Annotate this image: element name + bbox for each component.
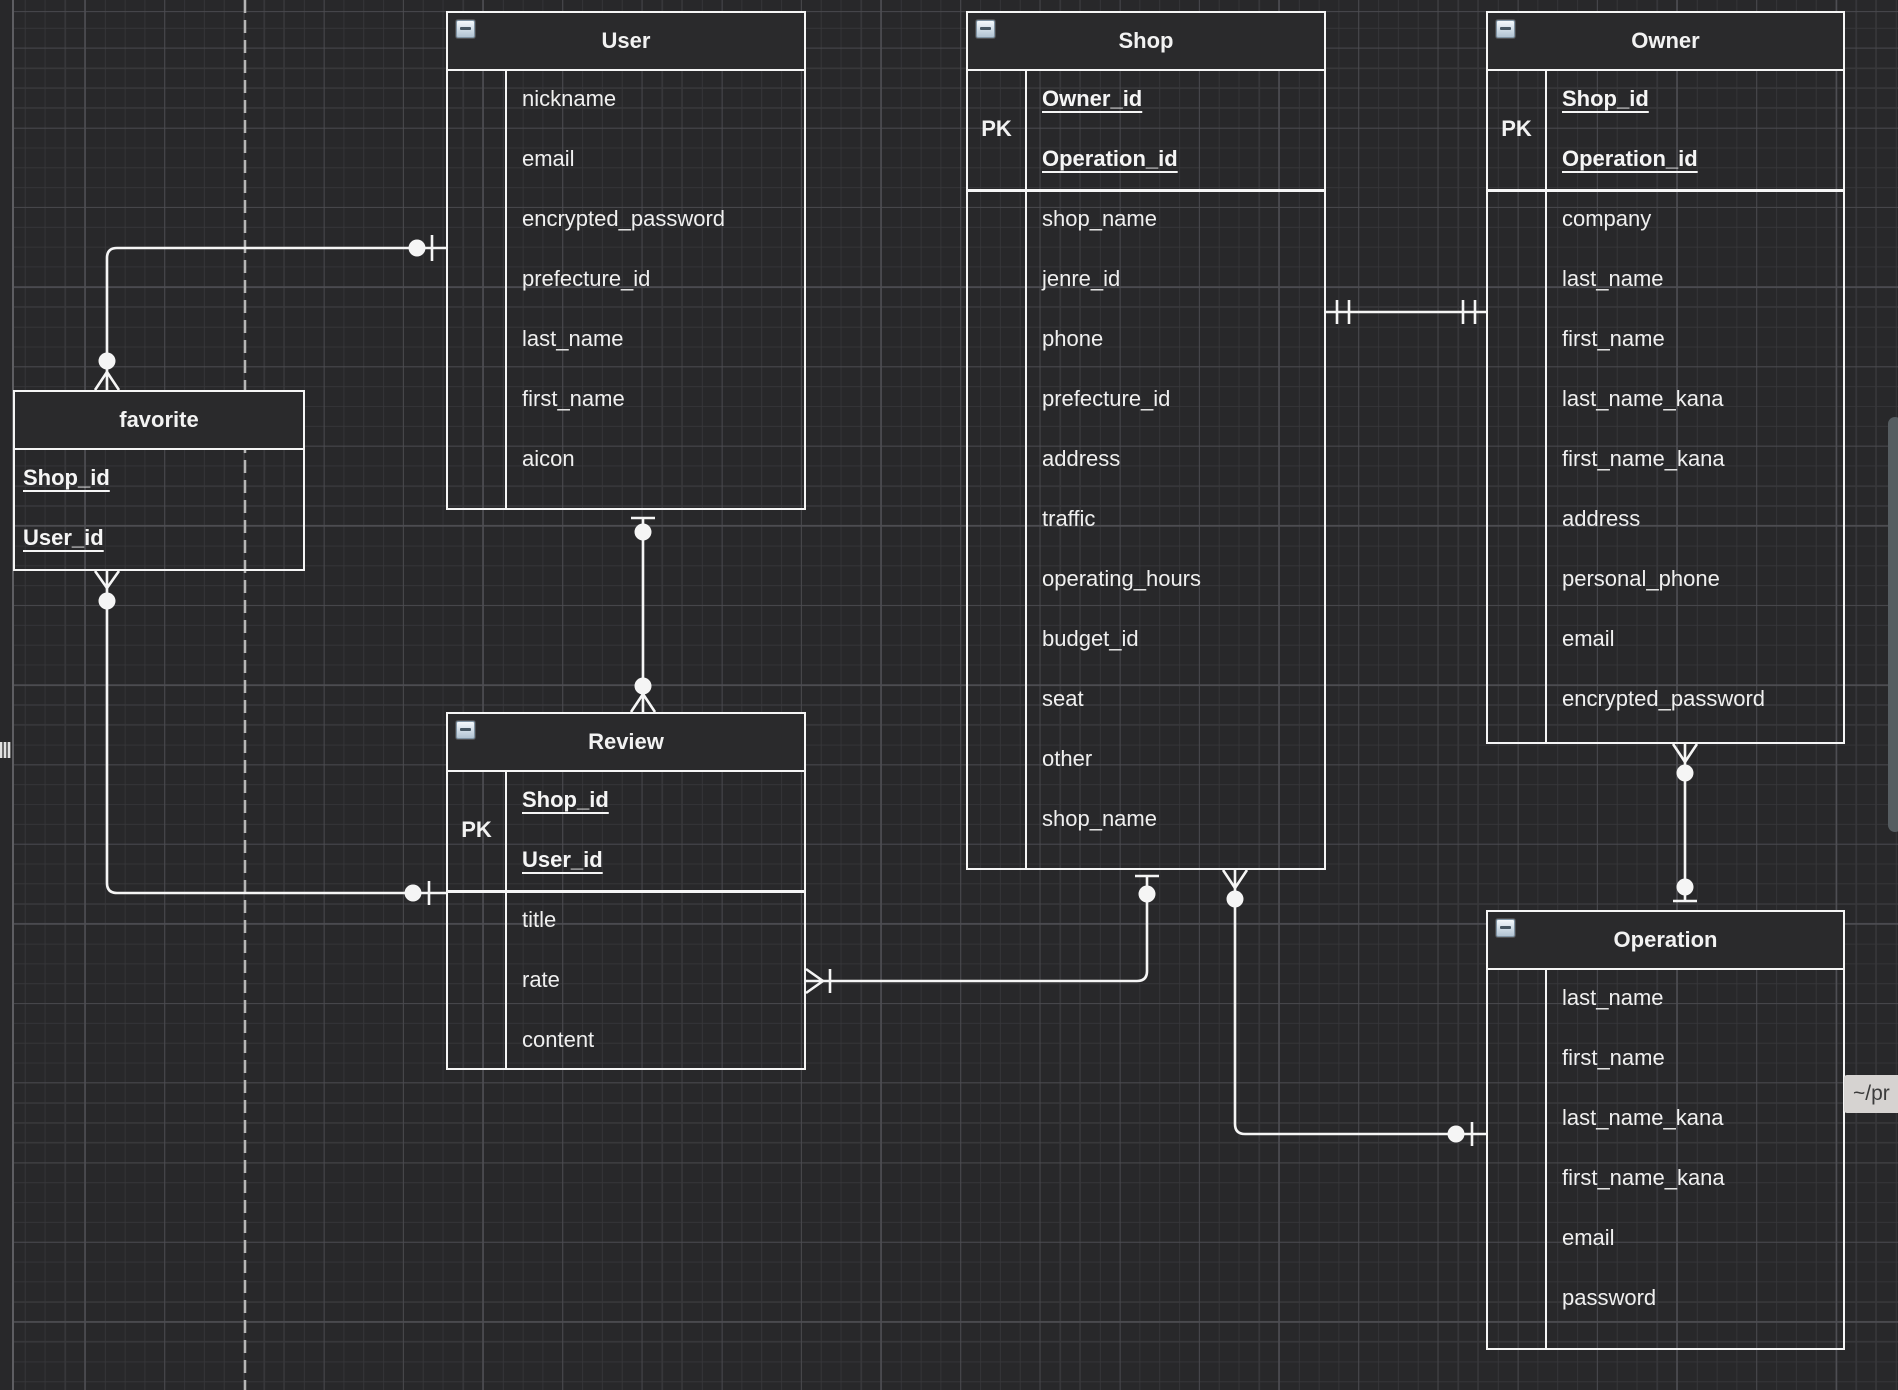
entity-title: Shop [1118, 28, 1174, 53]
minus-glyph [1500, 926, 1511, 929]
field-row[interactable]: address [1042, 446, 1121, 471]
field-row[interactable]: personal_phone [1562, 566, 1720, 591]
field-row[interactable]: email [1562, 1225, 1615, 1250]
entity-title: Owner [1631, 28, 1700, 53]
field-row[interactable]: email [1562, 626, 1615, 651]
field-row[interactable]: prefecture_id [522, 266, 651, 291]
pk-field-row[interactable]: User_id [23, 525, 104, 550]
field-row[interactable]: seat [1042, 686, 1084, 711]
field-row[interactable]: email [522, 146, 575, 171]
field-row[interactable]: address [1562, 506, 1641, 531]
entity-header[interactable]: Shop [968, 13, 1324, 71]
entity-header[interactable]: favorite [15, 392, 303, 450]
entity-title: User [601, 28, 651, 53]
entity-header[interactable]: Review [448, 714, 804, 772]
field-row[interactable]: jenre_id [1042, 266, 1121, 291]
field-row[interactable]: rate [522, 967, 560, 992]
field-row[interactable]: budget_id [1042, 626, 1139, 651]
edge-user-review[interactable] [629, 516, 657, 713]
field-row[interactable]: content [522, 1027, 595, 1052]
pk-field-row[interactable]: User_id [522, 847, 603, 872]
field-row[interactable]: prefecture_id [1042, 386, 1171, 411]
pk-label: PK [1501, 116, 1532, 141]
pk-label: PK [981, 116, 1012, 141]
file-path-tooltip: ~/pr [1844, 1075, 1898, 1113]
minus-glyph [460, 27, 471, 30]
entity-title: favorite [119, 407, 199, 432]
edge-shop-owner[interactable] [1326, 300, 1486, 324]
entity-title: Review [588, 729, 664, 754]
field-row[interactable]: other [1042, 746, 1093, 771]
pk-section-divider [1488, 189, 1843, 192]
field-row[interactable]: first_name [1562, 326, 1665, 351]
minus-glyph [980, 27, 991, 30]
pk-label: PK [461, 817, 492, 842]
field-row[interactable]: last_name [1562, 985, 1664, 1010]
pk-gutter-divider [1025, 69, 1027, 868]
pk-gutter-divider [1545, 968, 1547, 1348]
field-row[interactable]: last_name [522, 326, 624, 351]
field-row[interactable]: first_name [1562, 1045, 1665, 1070]
pk-field-row[interactable]: Operation_id [1562, 146, 1698, 171]
edge-owner-operation[interactable] [1671, 743, 1699, 903]
collapse-minus-icon[interactable] [456, 721, 475, 739]
entity-header[interactable]: Operation [1488, 912, 1843, 970]
pk-gutter-divider [1545, 69, 1547, 742]
field-row[interactable]: aicon [522, 446, 575, 471]
horizontal-scrollbar-handle[interactable] [0, 742, 11, 758]
collapse-minus-icon[interactable] [976, 20, 995, 38]
canvas-left-margin [0, 0, 12, 1390]
edge-favorite-review[interactable] [93, 570, 446, 905]
entity-header[interactable]: User [448, 13, 804, 71]
field-row[interactable]: last_name [1562, 266, 1664, 291]
entity-header[interactable]: Owner [1488, 13, 1843, 71]
field-row[interactable]: first_name [522, 386, 625, 411]
pk-field-row[interactable]: Shop_id [1562, 86, 1649, 111]
minus-glyph [1500, 27, 1511, 30]
pk-section-divider [968, 189, 1324, 192]
entity-title: Operation [1613, 927, 1718, 952]
field-row[interactable]: encrypted_password [522, 206, 726, 231]
minus-glyph [460, 728, 471, 731]
pk-field-row[interactable]: Shop_id [522, 787, 609, 812]
vertical-scrollbar-thumb[interactable] [1888, 417, 1898, 832]
pk-gutter-divider [505, 770, 507, 1068]
field-row[interactable]: password [1562, 1285, 1657, 1310]
field-row[interactable]: first_name_kana [1562, 446, 1725, 471]
collapse-minus-icon[interactable] [1496, 919, 1515, 937]
field-row[interactable]: phone [1042, 326, 1104, 351]
collapse-minus-icon[interactable] [456, 20, 475, 38]
field-row[interactable]: last_name_kana [1562, 386, 1724, 411]
field-row[interactable]: shop_name [1042, 806, 1157, 831]
field-row[interactable]: last_name_kana [1562, 1105, 1724, 1130]
edge-shop-operation[interactable] [1221, 869, 1486, 1146]
field-row[interactable]: company [1562, 206, 1652, 231]
pk-field-row[interactable]: Operation_id [1042, 146, 1178, 171]
pk-field-row[interactable]: Owner_id [1042, 86, 1143, 111]
pk-field-row[interactable]: Shop_id [23, 465, 110, 490]
edge-favorite-user[interactable] [93, 235, 446, 391]
field-row[interactable]: shop_name [1042, 206, 1157, 231]
field-row[interactable]: nickname [522, 86, 617, 111]
field-row[interactable]: first_name_kana [1562, 1165, 1725, 1190]
pk-section-divider [448, 890, 804, 893]
field-row[interactable]: traffic [1042, 506, 1096, 531]
entity-operation[interactable]: Operation last_name first_name last_name_ka… [1486, 910, 1845, 1350]
field-row[interactable]: title [522, 907, 557, 932]
field-row[interactable]: encrypted_password [1562, 686, 1766, 711]
field-row[interactable]: operating_hours [1042, 566, 1202, 591]
pk-gutter-divider [505, 69, 507, 508]
collapse-minus-icon[interactable] [1496, 20, 1515, 38]
edge-review-shop[interactable] [805, 874, 1159, 995]
